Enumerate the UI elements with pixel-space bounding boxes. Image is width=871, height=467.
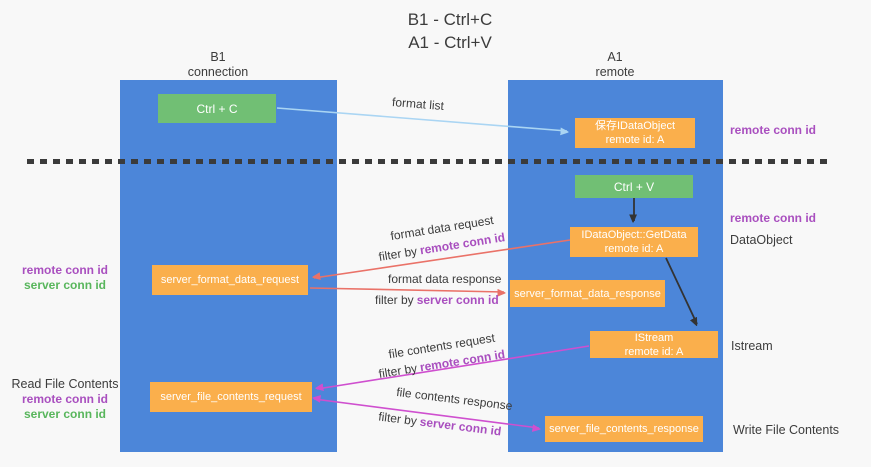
node-idataobject-getdata-line1: IDataObject::GetData — [581, 229, 687, 241]
format-data-response-label: format data response — [388, 272, 502, 286]
right-column-name: A1 — [607, 50, 623, 64]
left-column-header: B1 connection — [148, 50, 288, 80]
node-server-format-data-request: server_format_data_request — [152, 265, 308, 295]
node-server-file-contents-response: server_file_contents_response — [545, 416, 703, 442]
right-column-header: A1 remote — [545, 50, 685, 80]
diagram-title: B1 - Ctrl+C A1 - Ctrl+V — [330, 8, 570, 54]
node-istream-line1: IStream — [634, 331, 674, 344]
node-istream: IStream remote id: A — [590, 331, 718, 358]
node-server-file-contents-response-label: server_file_contents_response — [549, 423, 699, 435]
node-server-file-contents-request-label: server_file_contents_request — [160, 391, 302, 403]
right-column-role: remote — [595, 65, 635, 79]
left-bottom-remote-conn-id: remote conn id — [21, 392, 108, 406]
dashed-separator — [27, 159, 832, 164]
node-server-format-data-response: server_format_data_response — [510, 280, 665, 307]
node-server-file-contents-request: server_file_contents_request — [150, 382, 312, 412]
left-column-name: B1 — [210, 50, 226, 64]
node-save-idataobject-line2: remote id: A — [605, 134, 665, 146]
format-list-arrow — [276, 107, 567, 131]
read-file-contents-annotation: Read File Contents remote conn id server… — [10, 377, 120, 422]
format-data-request-arrow — [314, 239, 571, 278]
node-server-format-data-response-label: server_format_data_response — [514, 287, 661, 300]
write-file-contents-annotation: Write File Contents — [733, 423, 840, 437]
remote-conn-id-annotation-mid: remote conn id — [730, 211, 817, 225]
remote-conn-id-annotation-top: remote conn id — [730, 123, 817, 137]
left-bottom-server-conn-id: server conn id — [23, 407, 107, 421]
node-idataobject-getdata-line2: remote id: A — [604, 243, 664, 255]
left-remote-conn-id: remote conn id — [21, 263, 108, 277]
node-istream-line2: remote id: A — [624, 345, 684, 358]
read-file-contents-label: Read File Contents — [11, 377, 119, 391]
dataobject-annotation: DataObject — [730, 233, 793, 247]
node-save-idataobject: 保存IDataObject remote id: A — [575, 118, 695, 148]
node-ctrl-c-label: Ctrl + C — [196, 101, 238, 116]
left-server-conn-id: server conn id — [23, 278, 107, 292]
title-line-2: A1 - Ctrl+V — [408, 33, 492, 52]
node-ctrl-c: Ctrl + C — [158, 94, 276, 123]
title-line-1: B1 - Ctrl+C — [407, 10, 493, 29]
node-server-format-data-request-label: server_format_data_request — [160, 274, 300, 286]
file-contents-request-arrow — [317, 345, 590, 389]
format-data-response-arrow — [309, 287, 504, 292]
left-column-role: connection — [187, 65, 249, 79]
node-idataobject-getdata: IDataObject::GetData remote id: A — [570, 227, 698, 257]
left-conn-id-annotation: remote conn id server conn id — [10, 263, 120, 293]
istream-annotation: Istream — [731, 339, 773, 353]
getdata-to-istream-arrow — [665, 257, 698, 324]
node-save-idataobject-line1: 保存IDataObject — [594, 120, 676, 132]
node-ctrl-v: Ctrl + V — [575, 175, 693, 198]
file-contents-response-arrow — [314, 399, 539, 428]
node-ctrl-v-label: Ctrl + V — [613, 179, 655, 194]
